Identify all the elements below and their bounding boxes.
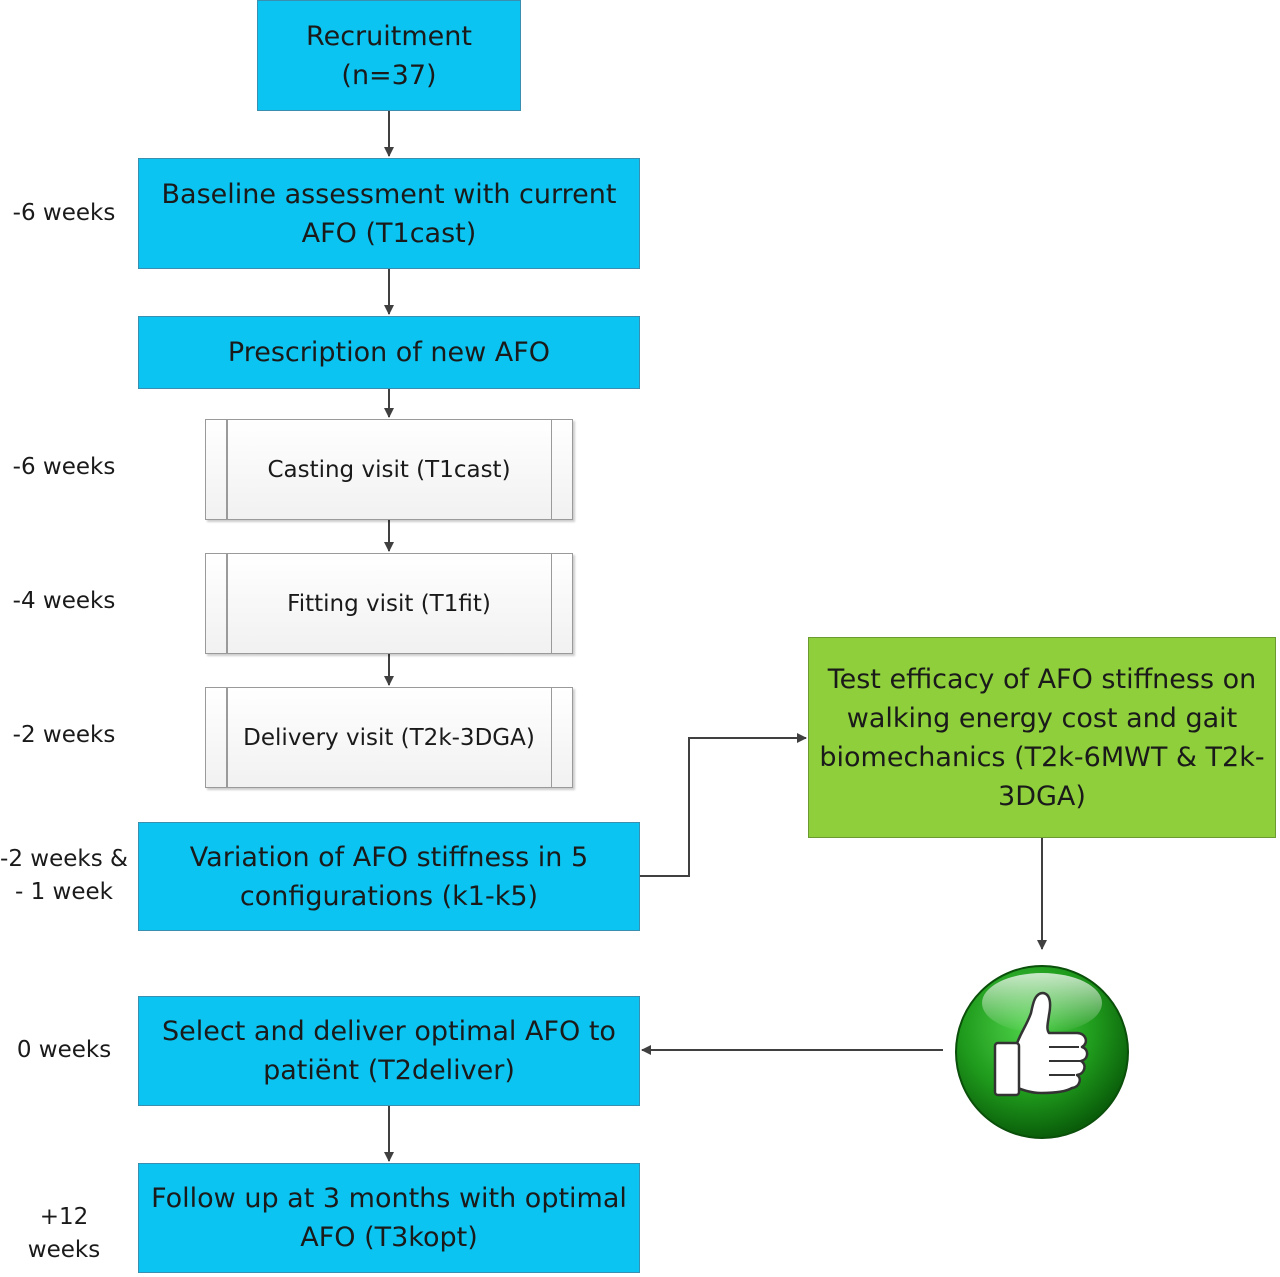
delivery-visit-box: Delivery visit (T2k-3DGA) <box>205 687 573 788</box>
baseline-assessment-box: Baseline assessment with current AFO (T1… <box>138 158 640 269</box>
select-deliver-box: Select and deliver optimal AFO to patiën… <box>138 996 640 1106</box>
process-bar-left <box>226 554 228 653</box>
fitting-visit-box: Fitting visit (T1fit) <box>205 553 573 654</box>
process-bar-left <box>226 688 228 787</box>
casting-visit-box: Casting visit (T1cast) <box>205 419 573 520</box>
delivery-visit-text: Delivery visit (T2k-3DGA) <box>243 724 535 751</box>
recruitment-text: Recruitment (n=37) <box>306 20 472 91</box>
test-efficacy-box: Test efficacy of AFO stiffness on walkin… <box>808 637 1276 838</box>
process-bar-right <box>550 420 552 519</box>
variation-box: Variation of AFO stiffness in 5 configur… <box>138 822 640 931</box>
fitting-visit-text: Fitting visit (T1fit) <box>287 590 491 617</box>
recruitment-box: Recruitment (n=37) <box>257 0 521 111</box>
time-label-casting: -6 weeks <box>12 454 116 480</box>
follow-up-text: Follow up at 3 months with optimal AFO (… <box>151 1183 627 1253</box>
test-efficacy-text: Test efficacy of AFO stiffness on walkin… <box>819 663 1265 812</box>
variation-text: Variation of AFO stiffness in 5 configur… <box>189 841 589 912</box>
baseline-assessment-text: Baseline assessment with current AFO (T1… <box>161 178 617 249</box>
arrow-variation-test <box>640 733 807 877</box>
time-label-baseline: -6 weeks <box>12 200 116 226</box>
process-bar-right <box>550 688 552 787</box>
casting-visit-text: Casting visit (T1cast) <box>267 456 511 483</box>
thumbs-up-icon <box>955 965 1129 1139</box>
process-bar-right <box>550 554 552 653</box>
time-label-followup: +12 weeks <box>27 1204 101 1263</box>
prescription-text: Prescription of new AFO <box>227 337 551 368</box>
prescription-box: Prescription of new AFO <box>138 316 640 389</box>
time-label-variation: -2 weeks & - 1 week <box>0 846 128 905</box>
time-label-delivery: -2 weeks <box>12 722 116 748</box>
process-bar-left <box>226 420 228 519</box>
time-label-fitting: -4 weeks <box>12 588 116 614</box>
follow-up-box: Follow up at 3 months with optimal AFO (… <box>138 1163 640 1273</box>
time-label-select: 0 weeks <box>16 1037 112 1063</box>
select-deliver-text: Select and deliver optimal AFO to patiën… <box>162 1016 616 1086</box>
